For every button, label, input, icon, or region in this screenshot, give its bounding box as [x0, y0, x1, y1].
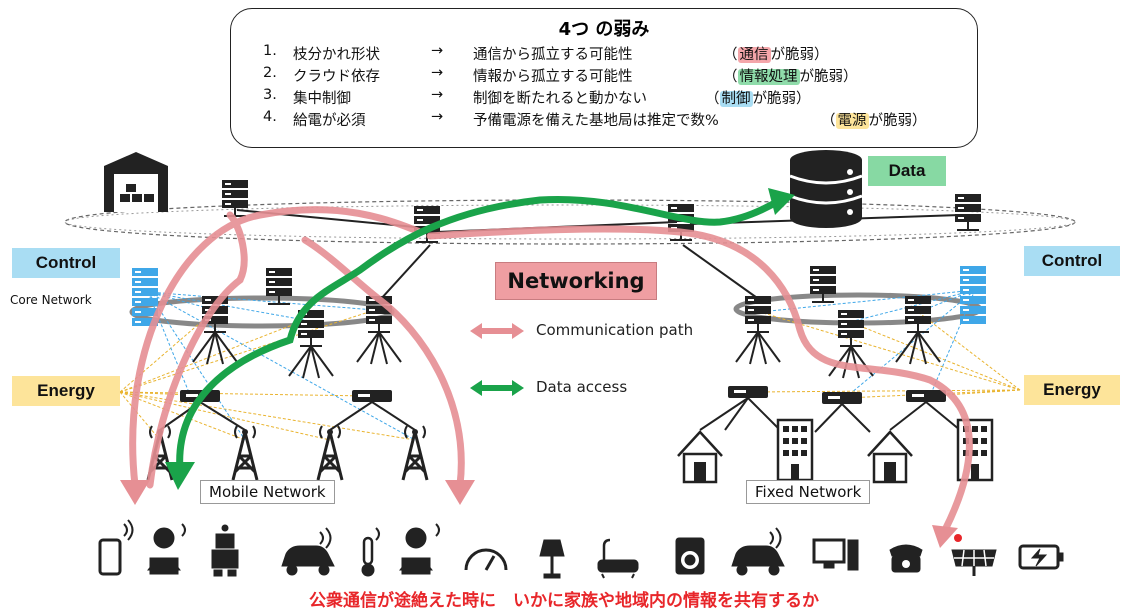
database-icon [789, 150, 863, 228]
router-icon [728, 386, 768, 398]
weaknesses-title: 4つ の弱み [558, 19, 650, 40]
footer-caption: 公衆通信が途絶えた時に いかに家族や地域内の情報を共有するか [309, 591, 819, 611]
cell-tower-icon [316, 424, 344, 482]
weakness-name: 枝分かれ形状 [293, 47, 380, 63]
weakness-num: 4. [263, 109, 277, 125]
data-label: Data [868, 156, 946, 186]
router-icon [906, 390, 946, 402]
networking-label: Networking [495, 262, 657, 300]
weakness-name: クラウド依存 [293, 69, 380, 85]
washing-machine-icon [675, 537, 705, 575]
weakness-num: 1. [263, 43, 277, 59]
server-icon [954, 193, 982, 231]
weaknesses-box: 4つ の弱み 1. 枝分かれ形状 → 通信から孤立する可能性 （通信が脆弱） 2… [230, 8, 978, 148]
control-server-icon [132, 268, 158, 296]
weakness-arrow: → [431, 87, 444, 103]
lamp-icon [539, 539, 565, 579]
weakness-name: 給電が必須 [293, 113, 366, 129]
weakness-note: （制御が脆弱） [705, 91, 811, 107]
warehouse-icon [104, 152, 168, 212]
server-icon [837, 309, 865, 347]
house-icon [676, 430, 724, 484]
communication-path [426, 225, 973, 534]
legend-data-arrow [470, 380, 524, 396]
control-server-icon [960, 296, 986, 324]
weakness-desc: 予備電源を備えた基地局は推定で数% [473, 113, 719, 129]
car-icon [731, 527, 785, 576]
weakness-desc: 制御を断たれると動かない [473, 91, 647, 107]
weakness-num: 3. [263, 87, 277, 103]
core-ring-right [733, 292, 983, 326]
robot-icon [211, 524, 239, 577]
weakness-num: 2. [263, 65, 277, 81]
bathtub-icon [597, 538, 639, 579]
weakness-note: （情報処理が脆弱） [723, 69, 858, 85]
fixed-network-label: Fixed Network [746, 480, 871, 504]
weakness-desc: 通信から孤立する可能性 [473, 47, 633, 63]
building-icon [776, 418, 814, 482]
gauge-icon [464, 548, 508, 571]
weakness-desc: 情報から孤立する可能性 [473, 69, 633, 85]
server-icon [744, 295, 772, 333]
energy-label-left: Energy [12, 376, 120, 406]
data-access-path [176, 195, 784, 474]
control-label-left: Control [12, 248, 120, 278]
legend-communication-label: Communication path [536, 321, 694, 339]
person-laptop-icon [147, 523, 186, 575]
battery-icon [1018, 544, 1064, 570]
weakness-arrow: → [431, 109, 444, 125]
legend-data-label: Data access [536, 378, 628, 396]
weakness-arrow: → [431, 65, 444, 81]
weakness-arrow: → [431, 43, 444, 59]
thermometer-icon [361, 527, 380, 577]
legend-communication-arrow [470, 323, 524, 339]
person-laptop-icon [399, 523, 440, 575]
desktop-icon [812, 538, 859, 571]
weakness-note: （電源が脆弱） [821, 113, 927, 129]
car-icon [281, 527, 335, 576]
weakness-note: （通信が脆弱） [723, 47, 829, 63]
router-icon [352, 390, 392, 402]
control-label-right: Control [1024, 246, 1120, 276]
smartphone-icon [98, 519, 134, 576]
house-icon [866, 430, 914, 484]
communication-path [146, 276, 244, 489]
core-network-label: Core Network [10, 293, 92, 307]
router-icon [822, 392, 862, 404]
cell-tower-icon [401, 424, 429, 482]
weakness-name: 集中制御 [293, 91, 351, 107]
cell-tower-icon [231, 424, 259, 482]
telephone-icon [889, 544, 923, 573]
communication-path [301, 236, 465, 489]
server-icon [904, 295, 932, 333]
control-server-icon [960, 266, 986, 294]
solar-panel-icon [951, 534, 997, 576]
mobile-network-label: Mobile Network [200, 480, 335, 504]
energy-label-right: Energy [1024, 375, 1120, 405]
